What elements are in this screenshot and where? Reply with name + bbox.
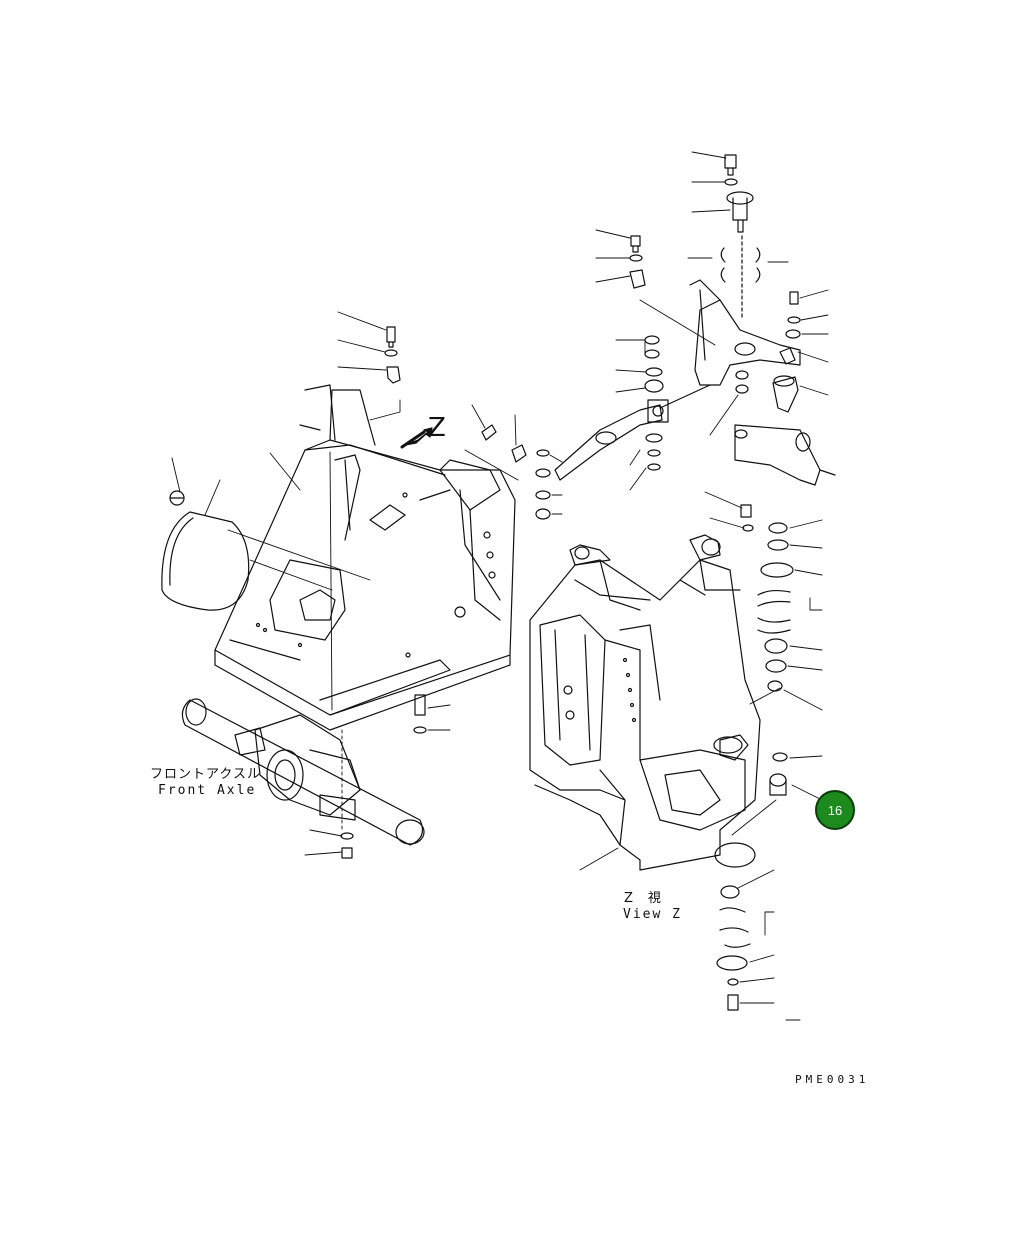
front-axle-label-en: Front Axle	[158, 783, 256, 798]
drawing-reference-code: PME0031	[795, 1073, 869, 1086]
view-z-arrow	[400, 427, 433, 449]
hardware-stack	[340, 154, 801, 1011]
part-callout-number: 16	[827, 802, 843, 818]
view-z-label-en: View Z	[623, 907, 682, 922]
part-callout-16[interactable]: 16	[815, 790, 855, 830]
front-axle	[181, 698, 425, 846]
leader-lines	[171, 151, 829, 1021]
rear-frame	[529, 534, 761, 871]
front-frame	[214, 384, 516, 731]
cover-plate	[161, 490, 250, 611]
view-z-label-jp: Z 視	[624, 891, 662, 906]
z-marker-label: Z	[428, 413, 446, 443]
steering-link-parts	[554, 279, 836, 486]
front-axle-label-jp: フロントアクスル	[150, 767, 261, 782]
